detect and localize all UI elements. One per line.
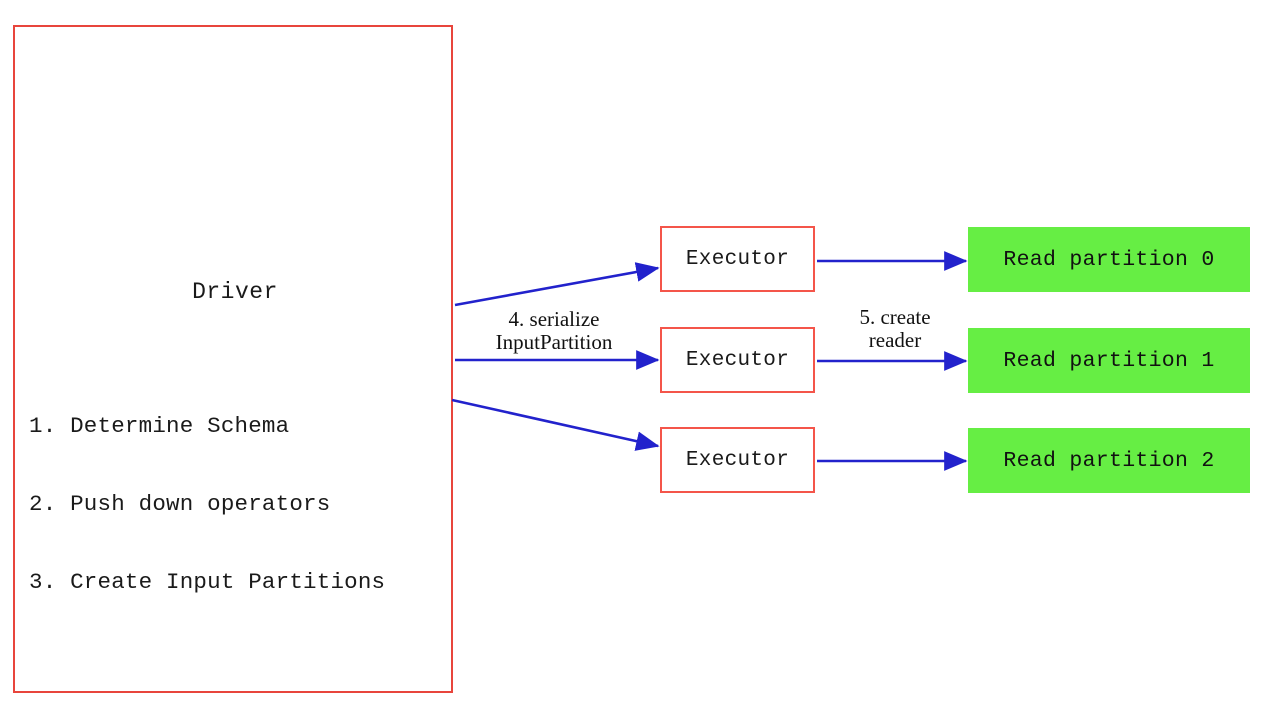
partition-label-0: Read partition 0 (1003, 247, 1215, 272)
edge-label-create-reader-line1: 5. create (859, 305, 931, 329)
driver-title: Driver (192, 279, 278, 305)
driver-steps-list: 1. Determine Schema 2. Push down operato… (29, 361, 455, 647)
executor-box-1: Executor (660, 226, 815, 292)
driver-step-1: 1. Determine Schema (29, 413, 290, 439)
driver-step-2: 2. Push down operators (29, 491, 331, 517)
driver-step-3: 3. Create Input Partitions (29, 569, 386, 595)
executor-box-3: Executor (660, 427, 815, 493)
partition-box-0: Read partition 0 (968, 227, 1250, 292)
executor-box-2: Executor (660, 327, 815, 393)
executor-label-2: Executor (685, 348, 790, 372)
edge-label-serialize-line1: 4. serialize (508, 307, 600, 331)
edge-label-serialize: 4. serialize InputPartition (464, 308, 644, 354)
partition-box-2: Read partition 2 (968, 428, 1250, 493)
partition-label-1: Read partition 1 (1003, 348, 1215, 373)
edge-label-create-reader-line2: reader (868, 328, 922, 352)
driver-box: Driver 1. Determine Schema 2. Push down … (13, 25, 453, 693)
executor-label-1: Executor (685, 247, 790, 271)
driver-to-executor-1 (454, 262, 660, 307)
partition-label-2: Read partition 2 (1003, 448, 1215, 473)
edge-label-create-reader: 5. create reader (824, 306, 966, 352)
executor-label-3: Executor (685, 448, 790, 472)
edge-label-serialize-line2: InputPartition (495, 330, 613, 354)
driver-to-executor-3 (451, 398, 660, 451)
partition-box-1: Read partition 1 (968, 328, 1250, 393)
